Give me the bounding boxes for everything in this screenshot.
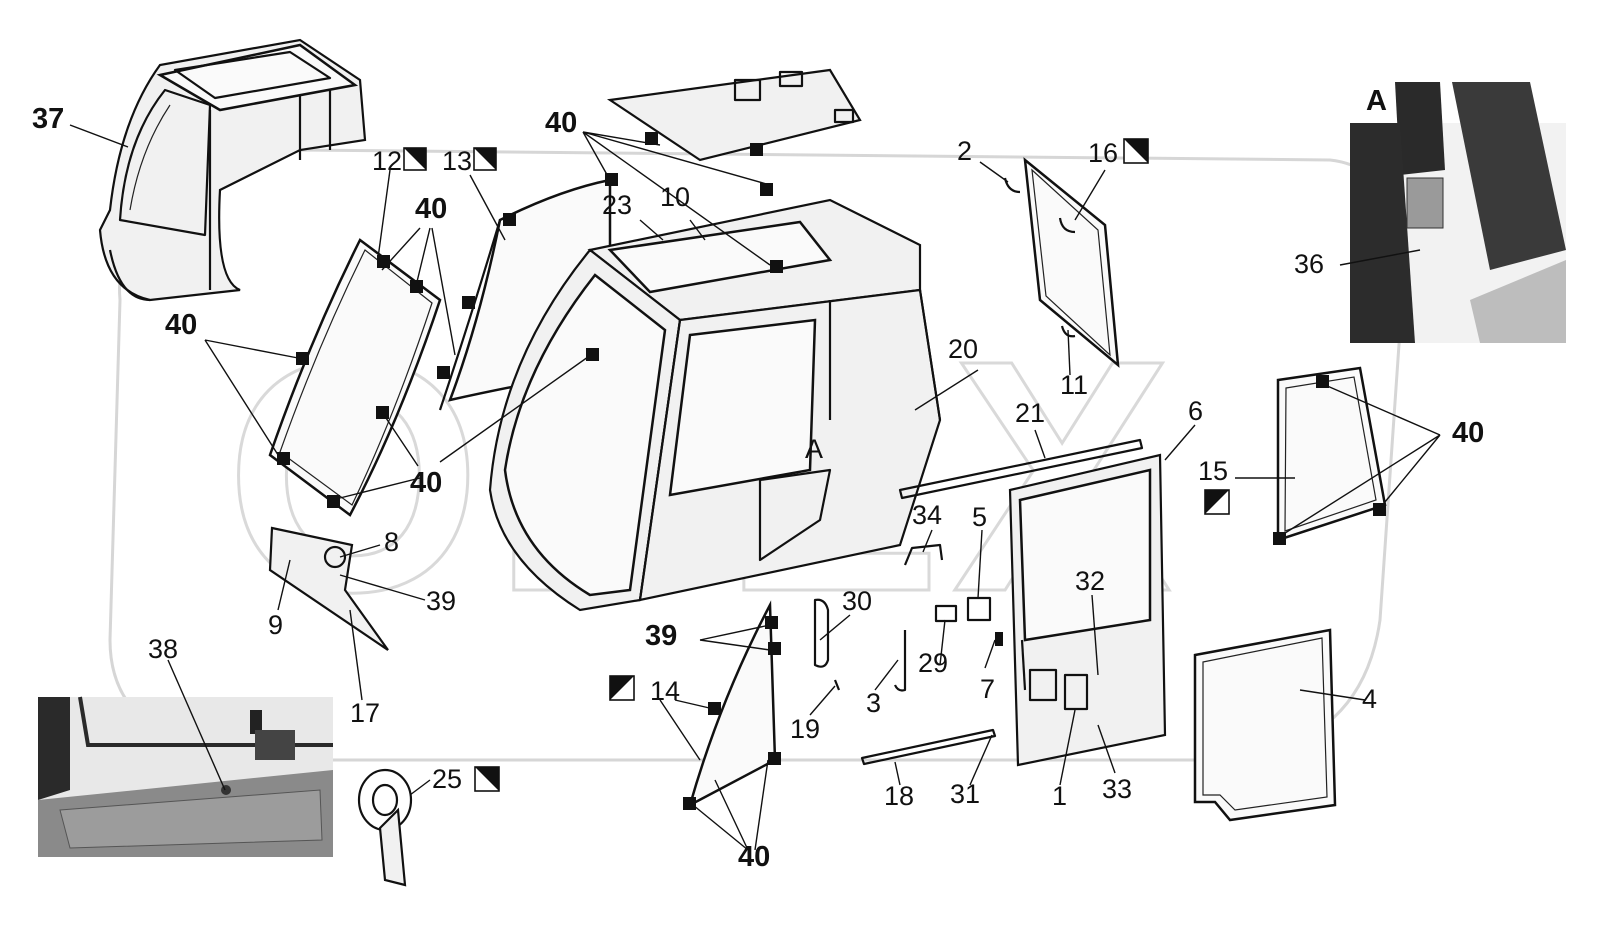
callout-12: 12 <box>372 146 402 176</box>
callout-3: 3 <box>866 688 881 718</box>
callout-11: 11 <box>1060 370 1088 400</box>
callout-34: 34 <box>912 500 942 530</box>
callout-39b: 39 <box>645 620 677 652</box>
callout-32: 32 <box>1075 566 1105 596</box>
callout-6: 6 <box>1188 396 1203 426</box>
seal-pad <box>750 143 763 156</box>
roof-panel <box>606 68 862 162</box>
part-37-cab-assembly <box>98 38 367 302</box>
part-21-trim-strip <box>898 438 1144 500</box>
callout-23: 23 <box>602 190 632 220</box>
view-marker: A <box>805 434 823 464</box>
callout-40c: 40 <box>545 107 577 139</box>
callout-13: 13 <box>442 146 472 176</box>
callout-40d: 40 <box>410 467 442 499</box>
callout-15: 15 <box>1198 456 1228 486</box>
half-filled-square-symbols <box>403 138 1230 792</box>
main-cab-frame <box>488 198 942 612</box>
callout-7: 7 <box>980 674 995 704</box>
seal-pad <box>586 348 599 361</box>
callout-21: 21 <box>1015 398 1045 428</box>
callout-14: 14 <box>650 676 680 706</box>
leader-lines <box>69 124 1441 851</box>
callout-31: 31 <box>950 779 980 809</box>
part-15-rear-glass <box>1276 366 1387 542</box>
seal-pad <box>327 495 340 508</box>
callout-38: 38 <box>148 634 178 664</box>
callout-8: 8 <box>384 527 399 557</box>
part-12-side-glass <box>268 238 442 517</box>
callout-37: 37 <box>32 103 64 135</box>
photo-inset-a <box>1350 82 1566 343</box>
part-6-door <box>1008 453 1167 767</box>
callout-39a: 39 <box>426 586 456 616</box>
callout-29: 29 <box>918 648 948 678</box>
seal-pad <box>770 260 783 273</box>
part-17-bracket <box>268 526 389 651</box>
callout-19: 19 <box>790 714 820 744</box>
seal-pad <box>645 132 658 145</box>
callout-2: 2 <box>957 136 972 166</box>
seal-pad <box>277 452 290 465</box>
callout-16: 16 <box>1088 138 1118 168</box>
seal-pads <box>277 132 1386 810</box>
inset-detail-label: A <box>1366 85 1387 117</box>
callout-40a: 40 <box>415 193 447 225</box>
callout-36: 36 <box>1294 249 1324 279</box>
seal-pad <box>768 752 781 765</box>
callout-10: 10 <box>660 182 690 212</box>
callout-1: 1 <box>1052 781 1067 811</box>
callout-33: 33 <box>1102 774 1132 804</box>
seal-pad <box>410 280 423 293</box>
seal-pad <box>1273 532 1286 545</box>
seal-pad <box>462 296 475 309</box>
callout-5: 5 <box>972 502 987 532</box>
seal-pad <box>768 642 781 655</box>
seal-pad <box>377 255 390 268</box>
callout-17: 17 <box>350 698 380 728</box>
callout-40e: 40 <box>1452 417 1484 449</box>
callout-30: 30 <box>842 586 872 616</box>
callout-9: 9 <box>268 610 283 640</box>
seal-pad <box>760 183 773 196</box>
seal-pad <box>437 366 450 379</box>
part-4-side-window <box>1193 628 1337 822</box>
callout-40f: 40 <box>738 841 770 873</box>
photo-inset-38 <box>38 696 333 857</box>
seal-pad <box>1373 503 1386 516</box>
seal-pad <box>605 173 618 186</box>
seal-pad <box>1316 375 1329 388</box>
seal-pad <box>296 352 309 365</box>
seal-pad <box>503 213 516 226</box>
seal-pad <box>683 797 696 810</box>
callout-40b: 40 <box>165 309 197 341</box>
seal-pad <box>376 406 389 419</box>
part-25-tape-roll <box>357 768 413 887</box>
callout-25: 25 <box>432 764 462 794</box>
hardware-parts <box>813 543 1003 766</box>
seal-pad <box>708 702 721 715</box>
callout-20: 20 <box>948 334 978 364</box>
seal-pad <box>765 616 778 629</box>
callout-18: 18 <box>884 781 914 811</box>
callout-4: 4 <box>1362 684 1377 714</box>
